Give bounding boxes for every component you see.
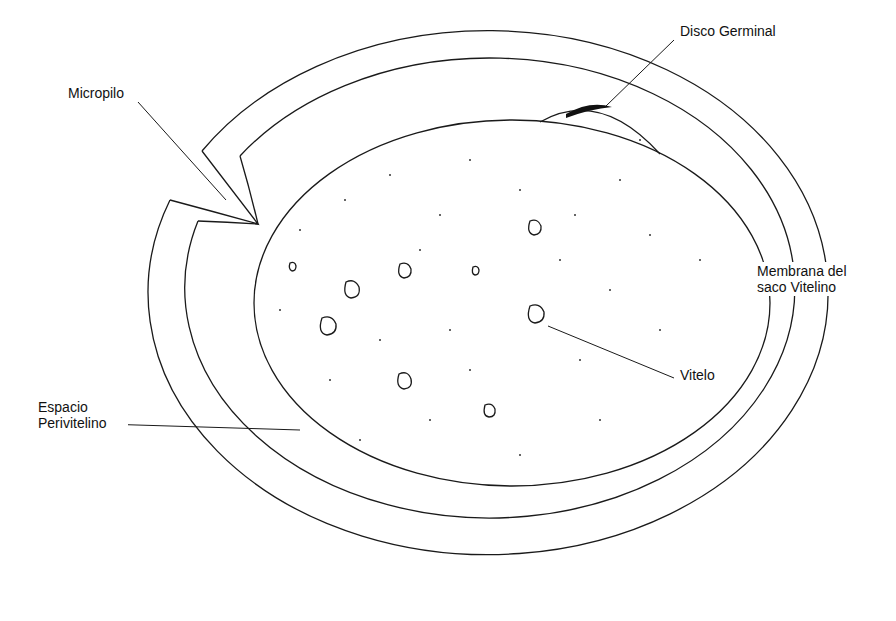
inner-membrane <box>185 58 795 518</box>
oil-droplets <box>289 220 544 417</box>
part-label: Vitelo <box>678 366 717 384</box>
germinal-disc <box>540 110 660 154</box>
micropyle-canal <box>170 151 258 224</box>
germinal-disc-spot <box>566 105 612 118</box>
leader-lines <box>104 40 674 430</box>
part-label: Disco Germinal <box>678 22 778 40</box>
part-label: Espacio Perivitelino <box>36 398 128 432</box>
part-label: Membrana del saco Vitelino <box>755 262 863 296</box>
yolk-sac <box>254 120 770 486</box>
part-label: Micropilo <box>66 84 126 102</box>
outer-membrane <box>148 31 828 555</box>
micropyle-fold <box>198 156 258 224</box>
yolk-dots <box>279 139 701 456</box>
